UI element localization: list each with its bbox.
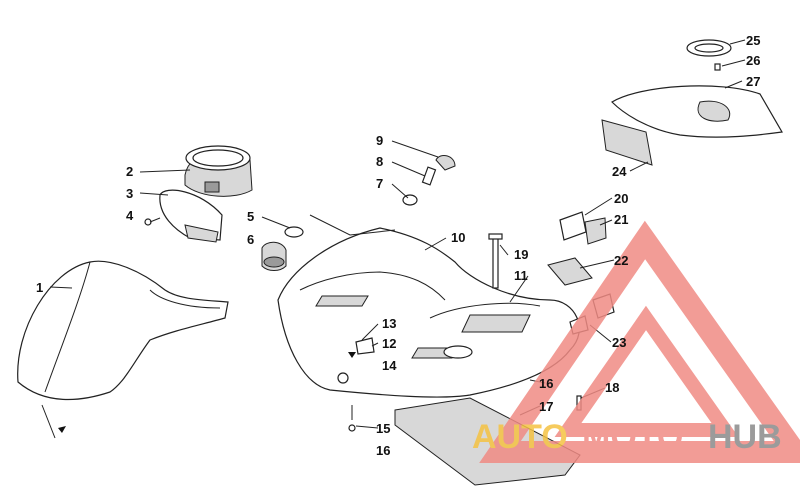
callout-19: 19	[514, 247, 528, 262]
callout-27: 27	[746, 74, 760, 89]
callout-13: 13	[382, 316, 396, 331]
callout-14: 14	[382, 358, 397, 373]
part-fasteners-15-16	[337, 352, 356, 432]
watermark-auto: AUTO	[472, 418, 568, 456]
part-bolt-19	[488, 233, 503, 289]
callout-11: 11	[514, 268, 528, 283]
leader-lines	[49, 39, 746, 429]
callout-21: 21	[614, 212, 628, 227]
callout-18: 18	[605, 380, 619, 395]
callout-4: 4	[126, 208, 134, 223]
part-grommet-5	[284, 226, 304, 238]
callout-labels: 1 2 3 4 5 6 7 8 9 10 11 12 13 14 15 16 1…	[36, 33, 760, 458]
callout-25: 25	[746, 33, 760, 48]
part-screw-4	[144, 217, 161, 226]
part-gauge-bracket	[159, 189, 223, 243]
callout-15: 15	[376, 421, 390, 436]
callout-5: 5	[247, 209, 254, 224]
part-knob-assembly	[402, 154, 456, 206]
callout-16-lower: 16	[376, 443, 390, 458]
callout-12: 12	[382, 336, 396, 351]
callout-6: 6	[247, 232, 254, 247]
callout-3: 3	[126, 186, 133, 201]
callout-7: 7	[376, 176, 383, 191]
callout-16-right: 16	[539, 376, 553, 391]
callout-26: 26	[746, 53, 760, 68]
part-clip-14	[355, 337, 375, 355]
callout-9: 9	[376, 133, 383, 148]
callout-24: 24	[612, 164, 627, 179]
part-dash-panel	[277, 214, 580, 398]
callout-17: 17	[539, 399, 553, 414]
watermark-moto: MOTO	[582, 418, 683, 456]
callout-8: 8	[376, 154, 383, 169]
part-foam-pad	[394, 397, 581, 486]
callout-23: 23	[612, 335, 626, 350]
part-speedometer	[184, 145, 253, 197]
callout-10: 10	[451, 230, 465, 245]
automotohub-watermark: AUTO MOTO HUB	[472, 220, 800, 463]
part-socket-6	[261, 241, 287, 271]
callout-22: 22	[614, 253, 628, 268]
part-top-cover	[601, 39, 783, 166]
callout-2: 2	[126, 164, 133, 179]
watermark-hub: HUB	[708, 418, 782, 456]
part-front-fender	[17, 260, 229, 439]
callout-1: 1	[36, 280, 43, 295]
callout-20: 20	[614, 191, 628, 206]
